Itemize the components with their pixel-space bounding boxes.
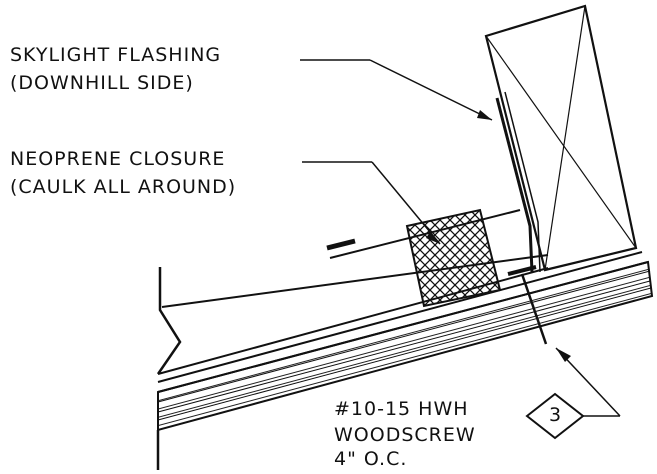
woodscrew-label-line1: #10-15 HWH	[334, 398, 469, 420]
leader-lines	[300, 59, 621, 417]
skylight-curb	[484, 4, 638, 272]
neoprene-closure-sublabel: (CAULK ALL AROUND)	[10, 176, 237, 198]
roof-deck	[156, 260, 654, 470]
callout-number: 3	[548, 404, 562, 426]
callout-diamond	[525, 392, 585, 440]
skylight-flashing-sublabel: (DOWNHILL SIDE)	[10, 72, 194, 94]
woodscrew-label-line2: WOODSCREW	[334, 424, 476, 446]
neoprene-closure-label: NEOPRENE CLOSURE	[10, 148, 226, 170]
neoprene-closure	[405, 208, 502, 308]
skylight-flashing-label: SKYLIGHT FLASHING	[10, 44, 222, 66]
screw	[507, 265, 548, 345]
roof-panel	[156, 251, 649, 393]
woodscrew-label-line3: 4" O.C.	[334, 448, 408, 470]
